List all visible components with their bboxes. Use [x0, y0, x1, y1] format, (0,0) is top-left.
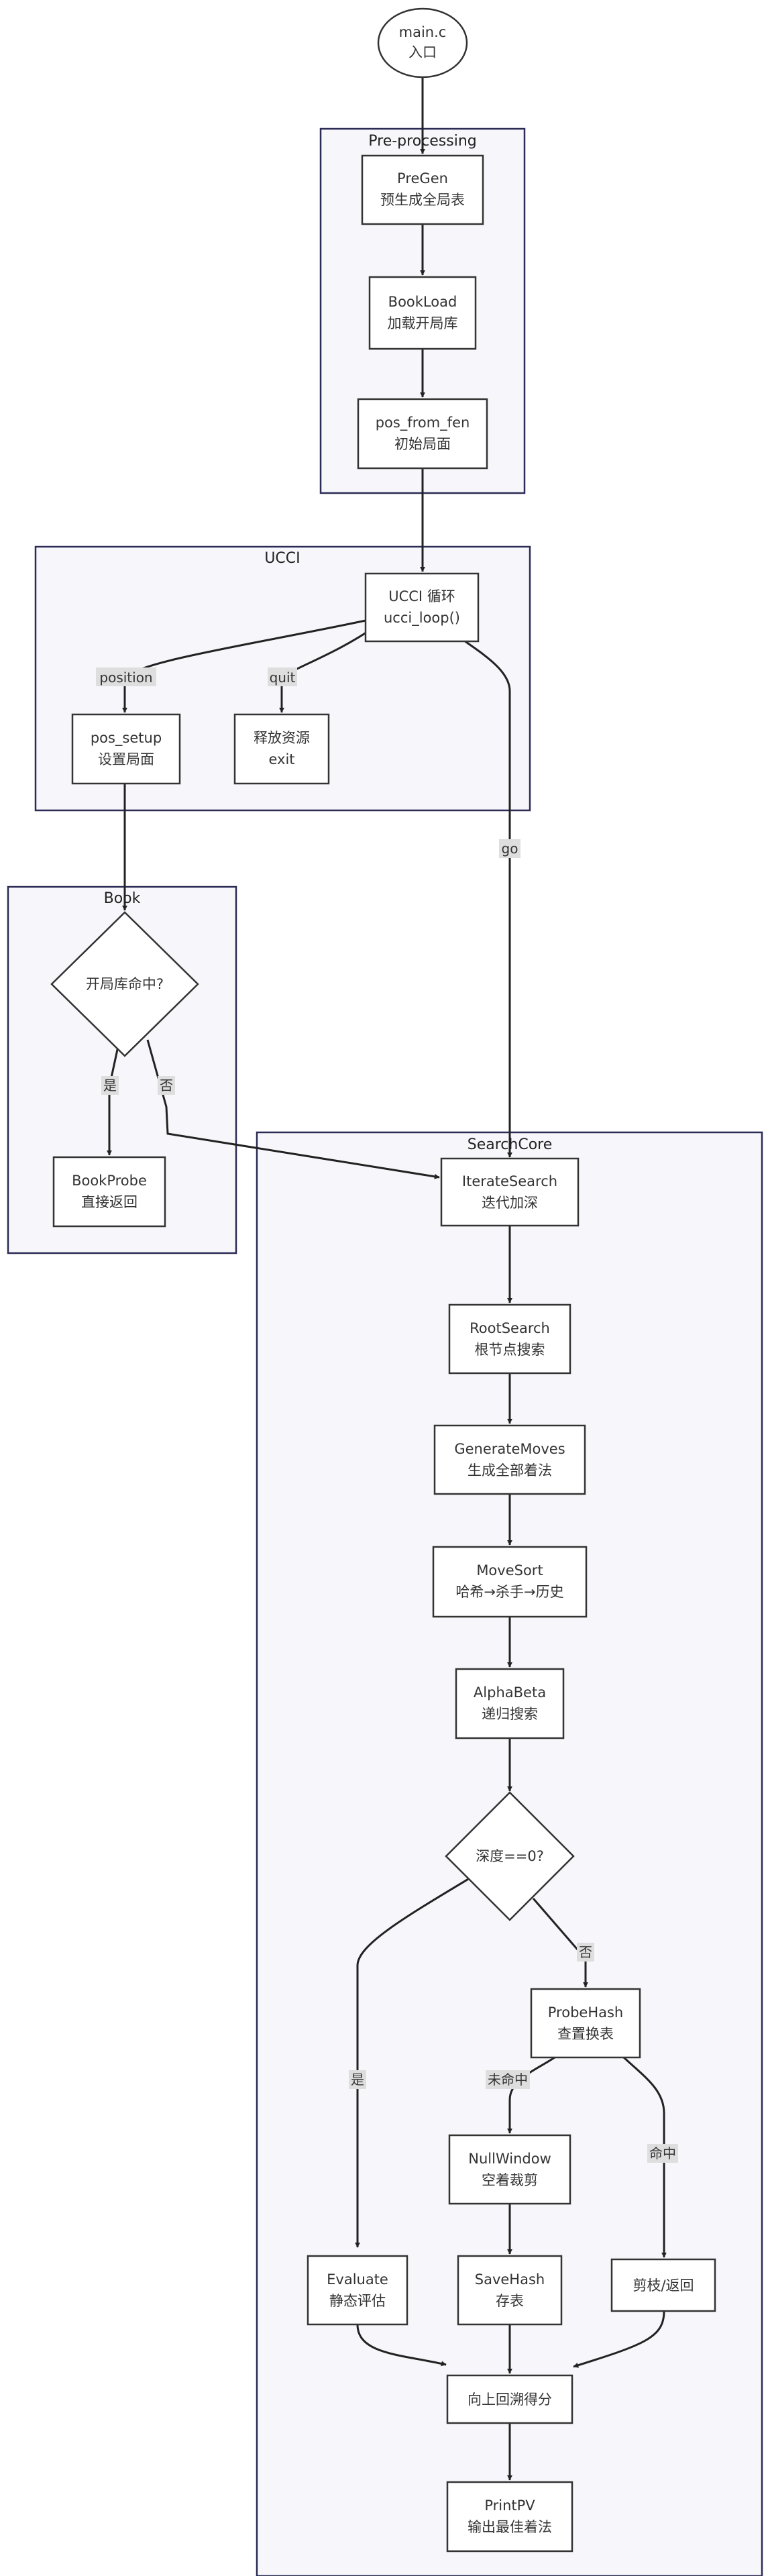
svg-text:quit: quit: [270, 669, 296, 686]
svg-text:查置换表: 查置换表: [557, 2026, 614, 2042]
node-cutoff: 剪枝/返回: [610, 2258, 716, 2312]
node-depth-decision: 深度==0?: [445, 1791, 575, 1921]
svg-text:是: 是: [351, 2072, 364, 2088]
label-depth-yes: 是: [349, 2070, 366, 2089]
svg-text:否: 否: [579, 1944, 592, 1960]
svg-text:BookProbe: BookProbe: [72, 1173, 147, 1189]
svg-text:迭代加深: 迭代加深: [482, 1195, 538, 1211]
edge-probehash-cutoff: [622, 2056, 667, 2258]
node-posfromfen: pos_from_fen 初始局面: [357, 398, 488, 470]
label-go: go: [499, 839, 520, 858]
svg-text:RootSearch: RootSearch: [470, 1320, 550, 1336]
svg-text:UCCI 循环: UCCI 循环: [388, 588, 455, 604]
label-hit: 命中: [647, 2144, 678, 2163]
label-miss: 未命中: [486, 2070, 530, 2089]
label-position: position: [96, 667, 156, 686]
svg-text:存表: 存表: [496, 2293, 524, 2309]
svg-text:SaveHash: SaveHash: [475, 2271, 545, 2288]
svg-text:GenerateMoves: GenerateMoves: [454, 1441, 565, 1457]
svg-text:输出最佳着法: 输出最佳着法: [468, 2519, 552, 2535]
svg-text:初始局面: 初始局面: [394, 436, 451, 452]
svg-text:哈希→杀手→历史: 哈希→杀手→历史: [455, 1584, 563, 1600]
svg-text:IterateSearch: IterateSearch: [462, 1173, 557, 1189]
edge-depth-evaluate: [355, 1877, 470, 2248]
svg-text:pos_from_fen: pos_from_fen: [376, 415, 470, 431]
node-release: 释放资源 exit: [233, 713, 330, 785]
edge-ucci-iterate: [463, 639, 512, 1158]
edge-bookhit-iterate: [146, 1039, 440, 1179]
edge-cutoff-backprop: [573, 2310, 665, 2368]
node-main: main.c 入口: [377, 7, 468, 78]
node-root-search: RootSearch 根节点搜索: [448, 1303, 571, 1375]
svg-text:否: 否: [160, 1077, 173, 1093]
svg-text:ProbeHash: ProbeHash: [548, 2004, 623, 2021]
node-save-hash: SaveHash 存表: [457, 2255, 563, 2326]
svg-text:开局库命中?: 开局库命中?: [86, 976, 164, 992]
edge-evaluate-backprop: [356, 2324, 447, 2367]
svg-text:递归搜索: 递归搜索: [482, 1706, 538, 1722]
svg-text:pos_setup: pos_setup: [91, 730, 162, 747]
svg-text:go: go: [502, 841, 518, 857]
node-backprop: 向上回溯得分: [446, 2374, 573, 2424]
label-book-no: 否: [158, 1076, 175, 1095]
svg-text:加载开局库: 加载开局库: [388, 315, 458, 331]
svg-text:Evaluate: Evaluate: [327, 2271, 388, 2288]
svg-text:未命中: 未命中: [488, 2072, 528, 2088]
svg-text:AlphaBeta: AlphaBeta: [474, 1684, 546, 1701]
node-alpha-beta: AlphaBeta 递归搜索: [455, 1668, 565, 1739]
node-evaluate: Evaluate 静态评估: [307, 2255, 408, 2326]
svg-text:根节点搜索: 根节点搜索: [475, 1342, 545, 1358]
node-ucci-loop: UCCI 循环 ucci_loop(): [364, 572, 480, 643]
node-bookprobe: BookProbe 直接返回: [52, 1156, 166, 1228]
svg-text:ucci_loop(): ucci_loop(): [384, 610, 460, 627]
label-quit: quit: [268, 667, 297, 686]
svg-text:预生成全局表: 预生成全局表: [380, 192, 465, 208]
node-pos-setup: pos_setup 设置局面: [71, 713, 181, 785]
svg-text:PrintPV: PrintPV: [484, 2498, 535, 2514]
node-probe-hash: ProbeHash 查置换表: [530, 1988, 641, 2059]
node-move-sort: MoveSort 哈希→杀手→历史: [432, 1546, 588, 1618]
svg-text:设置局面: 设置局面: [98, 751, 154, 767]
svg-text:main.c: main.c: [399, 24, 447, 40]
svg-text:MoveSort: MoveSort: [476, 1562, 543, 1578]
svg-text:向上回溯得分: 向上回溯得分: [468, 2392, 552, 2408]
node-null-window: NullWindow 空着裁剪: [448, 2134, 571, 2205]
svg-text:剪枝/返回: 剪枝/返回: [633, 2277, 694, 2294]
node-bookload: BookLoad 加载开局库: [368, 276, 477, 350]
svg-text:静态评估: 静态评估: [329, 2293, 386, 2309]
svg-text:入口: 入口: [408, 44, 437, 60]
svg-text:PreGen: PreGen: [397, 170, 448, 186]
label-book-yes: 是: [101, 1076, 119, 1095]
svg-text:是: 是: [103, 1077, 117, 1093]
svg-text:生成全部着法: 生成全部着法: [468, 1462, 552, 1479]
cluster-book-title: Book: [104, 890, 141, 907]
svg-text:NullWindow: NullWindow: [468, 2151, 551, 2167]
node-print-pv: PrintPV 输出最佳着法: [446, 2481, 573, 2553]
label-depth-no: 否: [577, 1943, 594, 1962]
svg-text:释放资源: 释放资源: [254, 730, 310, 746]
svg-text:直接返回: 直接返回: [81, 1194, 138, 1210]
svg-text:BookLoad: BookLoad: [388, 294, 457, 310]
edges: [107, 77, 667, 2481]
node-iterate-search: IterateSearch 迭代加深: [440, 1157, 580, 1227]
svg-text:空着裁剪: 空着裁剪: [482, 2172, 538, 2188]
cluster-ucci-title: UCCI: [264, 550, 300, 567]
edge-labels: position quit go 是 否 是 否 未命中: [96, 667, 678, 2163]
svg-text:exit: exit: [268, 751, 294, 767]
node-pregen: PreGen 预生成全局表: [361, 154, 484, 225]
node-generate-moves: GenerateMoves 生成全部着法: [433, 1424, 586, 1495]
node-book-hit-decision: 开局库命中?: [50, 911, 199, 1057]
svg-text:深度==0?: 深度==0?: [476, 1848, 544, 1864]
svg-text:position: position: [99, 669, 152, 686]
svg-text:命中: 命中: [649, 2145, 676, 2161]
